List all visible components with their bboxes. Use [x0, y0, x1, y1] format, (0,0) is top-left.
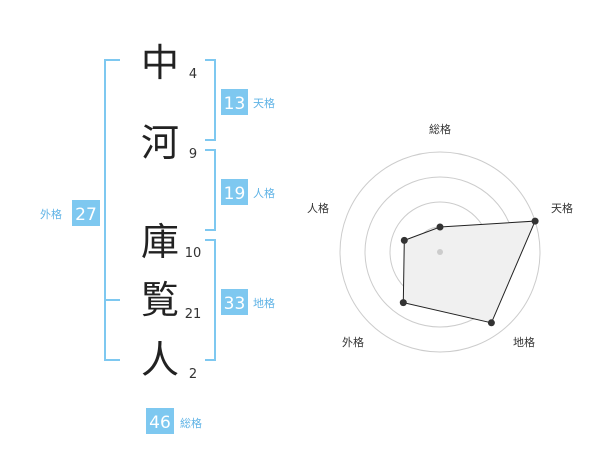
gaikaku-bracket: [104, 59, 120, 361]
chikaku-value: 33: [224, 294, 246, 314]
radar-label-jinkaku: 人格: [307, 201, 329, 215]
radar-center-dot: [437, 249, 443, 255]
radar-chart: 総格 天格 地格 外格 人格: [307, 122, 573, 353]
soukaku-label: 総格: [180, 416, 202, 430]
chikaku-bracket: [205, 239, 216, 361]
radar-point-chikaku: [487, 319, 495, 327]
stroke-count-1: 4: [189, 67, 197, 82]
radar-label-chikaku: 地格: [513, 335, 535, 349]
jinkaku-badge: 19 人格: [221, 179, 275, 205]
radar-shape: [402, 220, 536, 324]
jinkaku-label: 人格: [253, 186, 275, 200]
gaikaku-label: 外格: [40, 207, 62, 221]
soukaku-value: 46: [149, 413, 171, 433]
radar-points: [399, 217, 539, 327]
radar-label-soukaku: 総格: [429, 122, 451, 136]
radar-label-tenkaku: 天格: [551, 201, 573, 215]
name-char-3: 庫: [141, 220, 179, 264]
brackets: [104, 59, 216, 361]
radar-point-jinkaku: [400, 236, 408, 244]
radar-point-tenkaku: [531, 217, 539, 225]
tenkaku-label: 天格: [253, 96, 275, 110]
radar-label-gaikaku: 外格: [342, 335, 364, 349]
gaikaku-value: 27: [75, 205, 97, 225]
gaikaku-badge: 27 外格: [40, 200, 100, 226]
tenkaku-badge: 13 天格: [221, 89, 275, 115]
name-char-2: 河: [141, 121, 179, 165]
chikaku-badge: 33 地格: [221, 289, 275, 315]
jinkaku-bracket: [205, 149, 216, 231]
stroke-count-3: 10: [185, 246, 202, 261]
radar-ring-4: [339, 151, 541, 353]
soukaku-badge: 46 総格: [146, 408, 202, 434]
chikaku-label: 地格: [253, 296, 275, 310]
name-char-5: 人: [141, 338, 179, 382]
stroke-count-2: 9: [189, 147, 197, 162]
tenkaku-value: 13: [224, 94, 246, 114]
radar-point-gaikaku: [399, 299, 407, 307]
name-char-1: 中: [141, 41, 179, 85]
name-char-4: 覧: [141, 278, 179, 322]
stroke-count-4: 21: [185, 307, 202, 322]
jinkaku-value: 19: [224, 184, 246, 204]
stroke-count-5: 2: [189, 367, 197, 382]
tenkaku-bracket: [205, 59, 216, 141]
radar-point-soukaku: [436, 223, 444, 231]
